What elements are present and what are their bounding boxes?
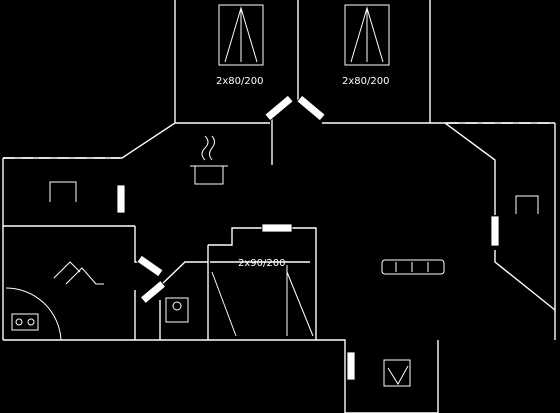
bed-label-middle: 2x90/200 [238,258,285,269]
door-bedroom-middle[interactable] [261,223,293,233]
bed-label-left: 2x80/200 [216,76,263,87]
sauna-bench-icon [53,261,104,285]
door-terrace-right[interactable] [490,215,500,247]
cooking-pot-icon [190,135,228,185]
fireplace-icon-right [515,195,539,214]
door-annex[interactable] [346,351,356,381]
door-bathroom[interactable] [136,254,164,278]
door-bedroom-left[interactable] [264,94,294,122]
bedroom-walls [175,0,430,165]
fireplace-icon-left [49,181,77,202]
middle-rooms-walls [159,227,317,340]
door-bedroom-right[interactable] [296,94,326,122]
bed-label-right: 2x80/200 [342,76,389,87]
washing-machine-icon [5,287,62,341]
annex-icon [383,359,411,387]
toilet-icon [165,297,189,323]
bed-left-icon [218,4,264,66]
bed-right-icon [344,4,390,66]
door-terrace-left[interactable] [116,184,126,214]
door-utility[interactable] [139,280,167,304]
sofa-icon [381,259,445,275]
